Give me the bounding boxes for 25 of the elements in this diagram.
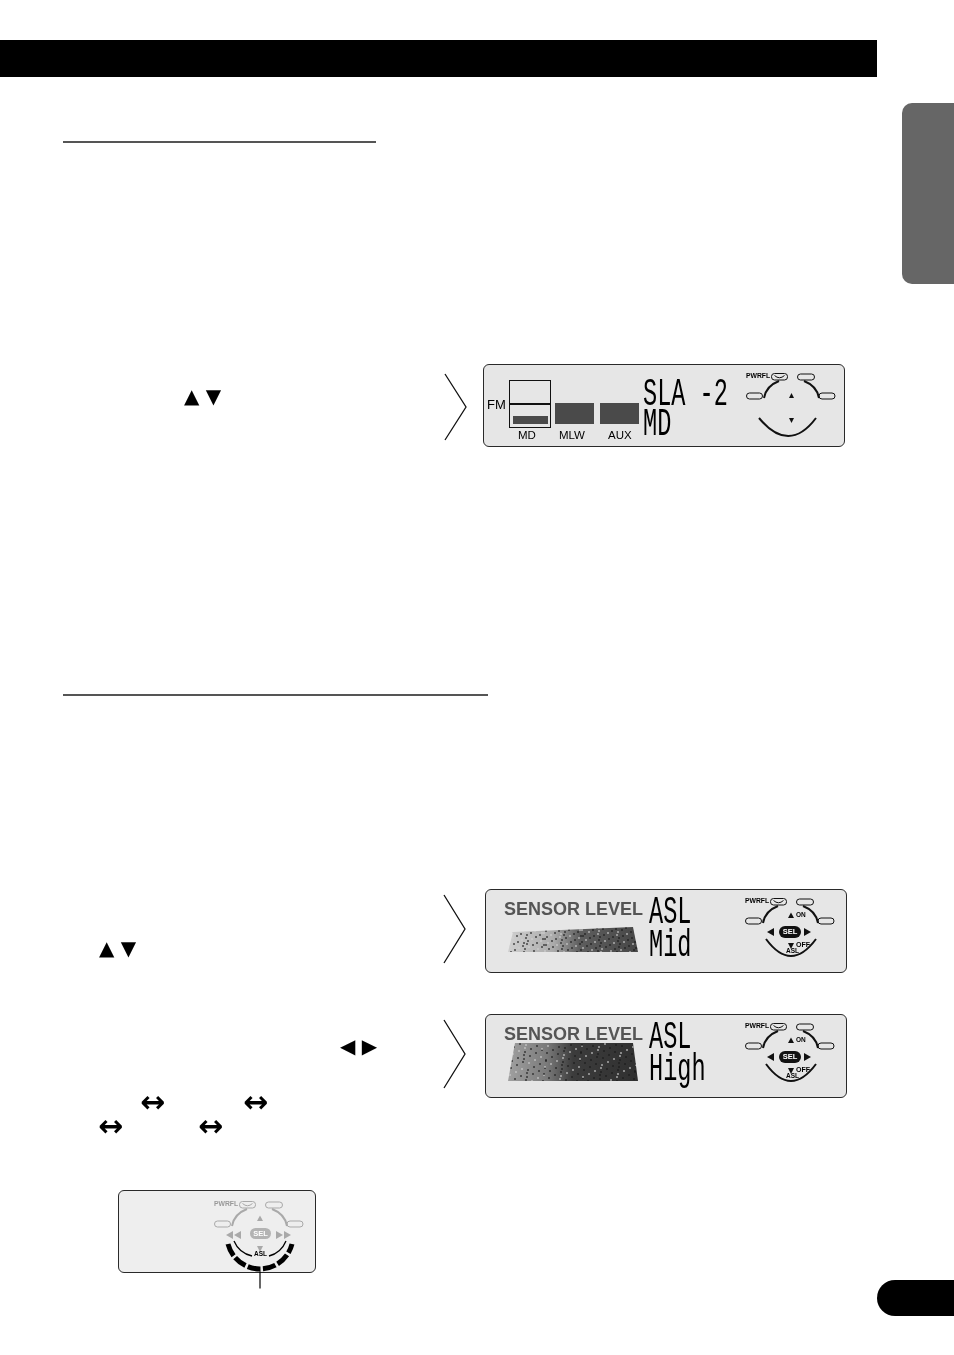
lcd-display bbox=[485, 1014, 847, 1098]
double-arrow-symbol: ↔ bbox=[243, 1094, 269, 1110]
display-text: Mid bbox=[649, 929, 692, 963]
display-text: ASL bbox=[649, 899, 692, 927]
arrow-key-symbols: ◀ ▶ bbox=[340, 1036, 378, 1056]
source-label: MD bbox=[518, 430, 536, 442]
lcd-display bbox=[483, 364, 845, 447]
double-arrow-symbol: ↔ bbox=[198, 1118, 224, 1134]
source-label: AUX bbox=[608, 430, 632, 442]
source-label: MLW bbox=[559, 430, 585, 442]
display-text: MD bbox=[643, 411, 672, 439]
double-arrow-symbol: ↔ bbox=[98, 1118, 124, 1134]
side-tab bbox=[902, 103, 954, 284]
display-heading: SENSOR LEVEL bbox=[504, 1025, 644, 1043]
lcd-display bbox=[485, 889, 847, 973]
display-heading: SENSOR LEVEL bbox=[504, 900, 644, 918]
display-text: ASL bbox=[649, 1024, 692, 1052]
double-arrow-symbol: ↔ bbox=[140, 1094, 166, 1110]
leader-line bbox=[259, 1270, 261, 1290]
arrow-key-symbols: ▲ ▼ bbox=[184, 386, 222, 406]
arrow-key-symbols: ▲ ▼ bbox=[99, 938, 137, 958]
display-text: SLA -2 bbox=[643, 381, 728, 409]
display-text: High bbox=[649, 1053, 706, 1087]
lcd-display bbox=[118, 1190, 316, 1273]
band-label: FM bbox=[487, 398, 506, 411]
